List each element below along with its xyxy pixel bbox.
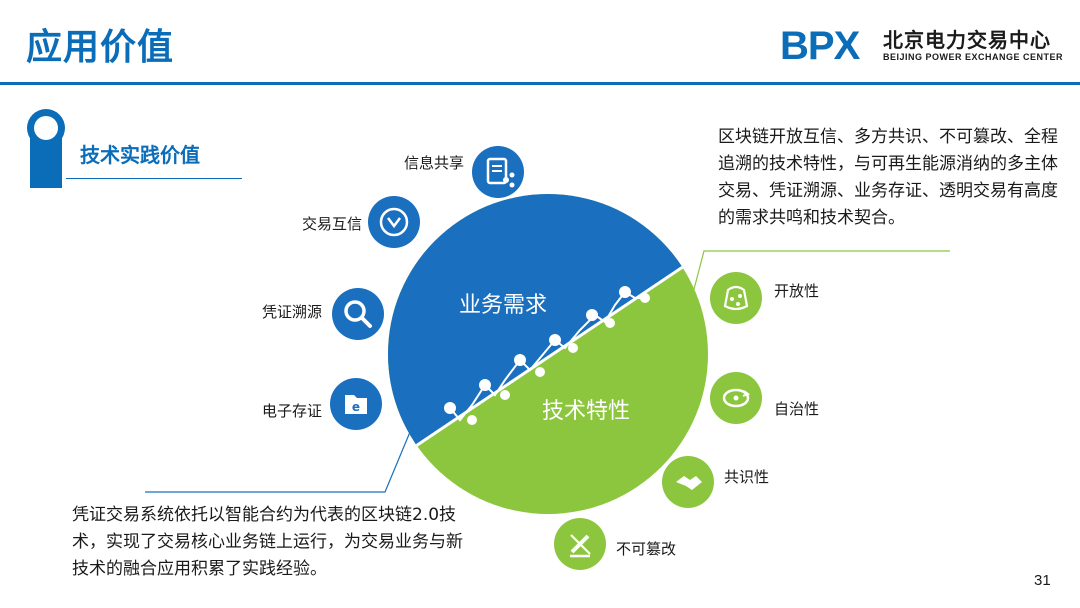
handshake-icon (662, 456, 714, 508)
circle-bottom-label: 技术特性 (542, 399, 630, 424)
item-label-autonomy: 自治性 (774, 400, 820, 418)
e-folder-icon: e (330, 378, 382, 430)
logo-english-name: BEIJING POWER EXCHANGE CENTER (883, 52, 1064, 62)
logo-mark: BPX (780, 24, 860, 68)
cycle-icon (710, 372, 762, 424)
item-label-consensus: 共识性 (724, 468, 770, 486)
left-description: 凭证交易系统依托以智能合约为代表的区块链2.0技术，实现了交易核心业务链上运行，… (72, 505, 463, 579)
header-divider (0, 82, 1080, 85)
section-divider (66, 178, 242, 179)
item-label-info-share: 信息共享 (404, 154, 465, 172)
circle-top-label: 业务需求 (459, 293, 547, 318)
item-label-trade-trust: 交易互信 (302, 215, 363, 233)
item-label-openness: 开放性 (774, 282, 820, 300)
section-title: 技术实践价值 (80, 143, 200, 167)
circle-divider (388, 240, 708, 472)
section-marker-icon (27, 109, 65, 188)
logo: BPX 北京电力交易中心 BEIJING POWER EXCHANGE CENT… (780, 20, 1070, 70)
network-bag-icon (710, 272, 762, 324)
circle-top-half (388, 194, 708, 470)
item-label-tamper-proof: 不可篡改 (616, 540, 677, 558)
handshake-phone-icon (368, 196, 420, 248)
magnifier-icon (332, 288, 384, 340)
svg-text:e: e (352, 400, 360, 414)
item-label-voucher-trace: 凭证溯源 (262, 303, 323, 321)
page-number: 31 (1034, 572, 1051, 589)
no-edit-icon (554, 518, 606, 570)
chain-graphic (444, 286, 650, 425)
item-label-e-deposit: 电子存证 (262, 402, 323, 420)
right-description: 区块链开放互信、多方共识、不可篡改、全程追溯的技术特性，与可再生能源消纳的多主体… (718, 127, 1058, 228)
left-connector-line (145, 431, 411, 493)
logo-chinese-name: 北京电力交易中心 (883, 28, 1051, 52)
document-share-icon (472, 146, 524, 198)
page-title: 应用价值 (26, 27, 175, 68)
